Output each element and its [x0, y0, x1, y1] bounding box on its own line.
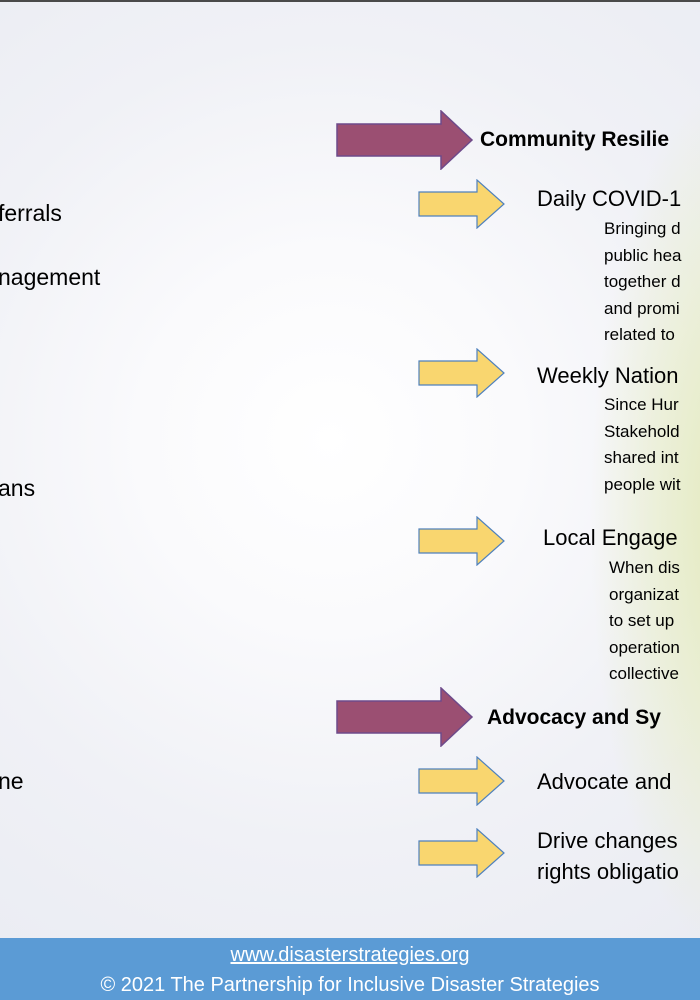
- purple-arrow-icon: [336, 687, 474, 747]
- body-line: to set up: [609, 611, 675, 631]
- body-line: When dis: [609, 558, 680, 577]
- item-title-drive-changes: Drive changes: [537, 828, 678, 853]
- yellow-arrow-icon: [418, 828, 505, 878]
- section-heading-community-resilience: Community Resilie: [480, 128, 670, 151]
- item-body-drive-changes: rights obligatio: [537, 859, 679, 884]
- body-line: together d: [604, 272, 681, 292]
- item-body-weekly-national: Since Hur Stakehold shared int people wi…: [604, 392, 681, 498]
- yellow-arrow-icon: [418, 348, 505, 398]
- body-line: public hea: [604, 245, 682, 265]
- body-line: operation: [609, 637, 680, 657]
- body-line: related to: [604, 325, 675, 345]
- item-title-local-engagement: Local Engage: [543, 525, 678, 550]
- body-line: organizat: [609, 584, 679, 604]
- item-title-advocate: Advocate and: [537, 769, 672, 794]
- item-title-daily-covid: Daily COVID-1: [537, 186, 682, 211]
- footer-copyright: © 2021 The Partnership for Inclusive Dis…: [100, 974, 600, 996]
- purple-arrow-icon: [336, 110, 474, 170]
- left-fragment-management: nagement: [0, 264, 101, 290]
- left-fragment-one: ne: [0, 768, 24, 794]
- yellow-arrow-icon: [418, 179, 505, 229]
- item-title-weekly-national: Weekly Nation: [537, 363, 679, 388]
- top-border-line: [0, 0, 700, 2]
- yellow-arrow-icon: [418, 756, 505, 806]
- left-fragment-referrals: ferrals: [0, 200, 62, 226]
- body-line: and promi: [604, 298, 680, 318]
- body-line: Since Hur: [604, 395, 679, 414]
- left-fragment-plans: ans: [0, 475, 36, 501]
- body-line: Bringing d: [604, 219, 681, 238]
- body-line: people wit: [604, 474, 681, 494]
- body-line: collective: [609, 664, 679, 684]
- footer-bar: [0, 938, 700, 1000]
- item-body-local-engagement: When dis organizat to set up operation c…: [609, 555, 680, 688]
- yellow-arrow-icon: [418, 516, 505, 566]
- body-line: shared int: [604, 448, 679, 468]
- item-body-daily-covid: Bringing d public hea together d and pro…: [604, 216, 682, 349]
- body-line: Stakehold: [604, 421, 680, 441]
- footer-website-link[interactable]: www.disasterstrategies.org: [230, 944, 470, 966]
- section-heading-advocacy: Advocacy and Sy: [487, 706, 661, 729]
